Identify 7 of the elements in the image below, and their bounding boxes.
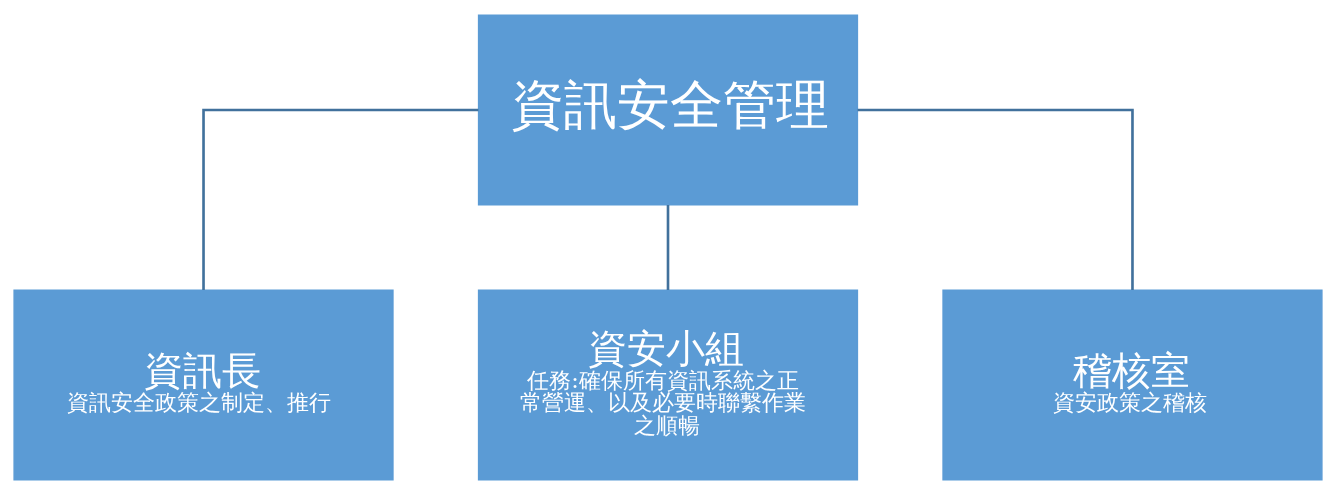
node-box: 資訊長 資訊安全政策之制定、推行 — [13, 289, 394, 480]
node-box: 稽核室 資安政策之稽核 — [942, 289, 1323, 480]
node-box: 資安小組 任務:確保所有資訊系統之正常營運、以及必要時聯繫作業之順暢 — [477, 289, 859, 480]
node-box: 資訊安全管理 — [477, 14, 859, 205]
connector — [202, 108, 479, 290]
connector — [857, 108, 1134, 290]
connector — [666, 204, 670, 290]
